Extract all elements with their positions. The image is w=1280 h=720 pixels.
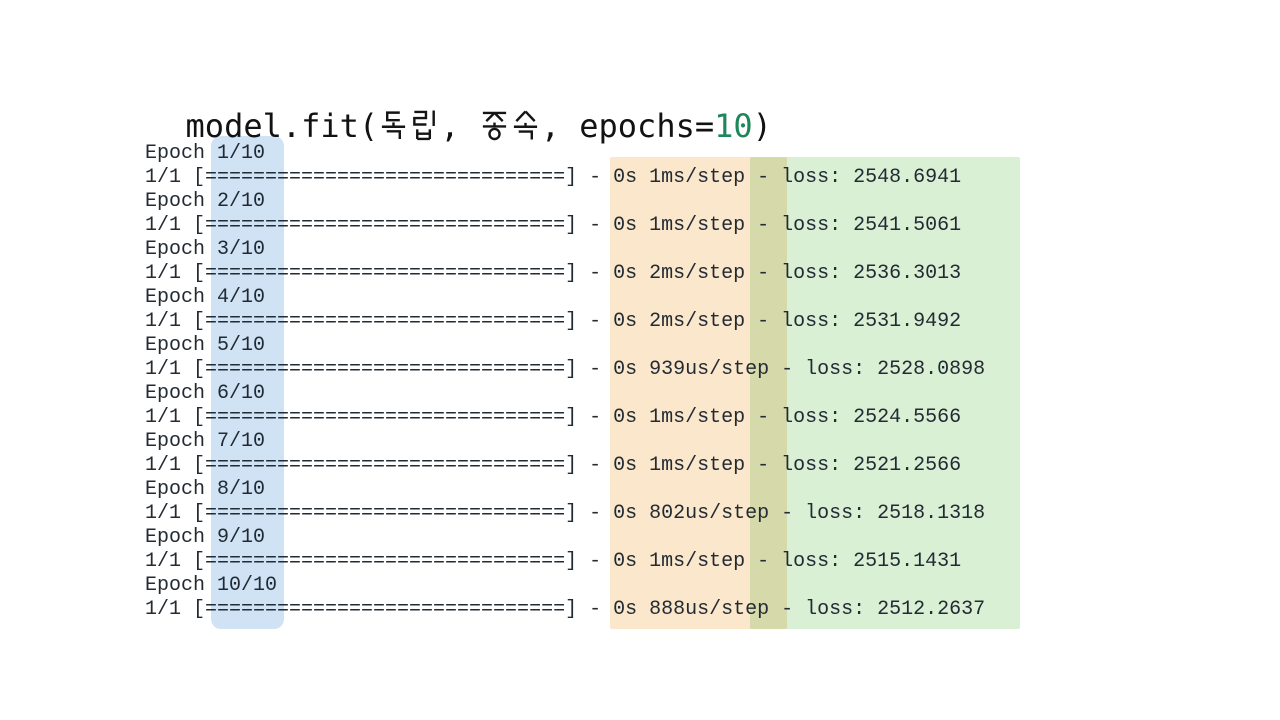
- epoch-number: 1/10: [217, 142, 266, 165]
- epoch-number: 5/10: [217, 334, 266, 357]
- epoch-number: 8/10: [217, 478, 266, 501]
- epoch-number: 3/10: [217, 238, 266, 261]
- console-epoch-line: Epoch 3/10: [145, 238, 985, 262]
- separator-text: -: [769, 358, 806, 381]
- epoch-label: Epoch: [145, 382, 218, 405]
- console-progress-line: 1/1 [==============================] - 0…: [145, 262, 985, 286]
- epoch-label: Epoch: [145, 238, 218, 261]
- epoch-label: Epoch: [145, 286, 218, 309]
- console-epoch-line: Epoch 4/10: [145, 286, 985, 310]
- progress-bar-text: 1/1 [==============================] -: [145, 166, 614, 189]
- korean-word-dependent-syllable-sok: [513, 110, 537, 140]
- progress-bar-text: 1/1 [==============================] -: [145, 502, 614, 525]
- progress-bar-text: 1/1 [==============================] -: [145, 406, 614, 429]
- loss-text: loss: 2536.3013: [781, 262, 962, 285]
- step-time-text: 0s 1ms/step: [613, 550, 746, 573]
- epoch-label: Epoch: [145, 430, 218, 453]
- highlight-loss-values: [750, 157, 1020, 629]
- step-time-text: 0s 1ms/step: [613, 454, 746, 477]
- highlight-epoch-numbers: [211, 136, 284, 629]
- console-progress-line: 1/1 [==============================] - 0…: [145, 310, 985, 334]
- console-progress-line: 1/1 [==============================] - 0…: [145, 406, 985, 430]
- step-time-text: 0s 1ms/step: [613, 214, 746, 237]
- separator-text: -: [745, 166, 782, 189]
- epoch-number: 9/10: [217, 526, 266, 549]
- loss-text: loss: 2524.5566: [781, 406, 962, 429]
- korean-word-independent-syllable-rip: [413, 110, 436, 141]
- console-epoch-line: Epoch 2/10: [145, 190, 985, 214]
- console-epoch-line: Epoch 10/10: [145, 574, 985, 598]
- title-epochs-label: epochs=: [579, 107, 715, 145]
- epoch-label: Epoch: [145, 190, 218, 213]
- epoch-number: 2/10: [217, 190, 266, 213]
- korean-word-independent-syllable-dok: [382, 111, 406, 140]
- epoch-label: Epoch: [145, 478, 218, 501]
- console-epoch-line: Epoch 8/10: [145, 478, 985, 502]
- progress-bar-text: 1/1 [==============================] -: [145, 214, 614, 237]
- step-time-text: 0s 2ms/step: [613, 310, 746, 333]
- console-epoch-line: Epoch 5/10: [145, 334, 985, 358]
- step-time-text: 0s 802us/step: [613, 502, 770, 525]
- console-epoch-line: Epoch 6/10: [145, 382, 985, 406]
- slide-title: model.fit(, , epochs=10): [147, 69, 772, 145]
- title-close-paren: ): [752, 107, 772, 145]
- console-progress-line: 1/1 [==============================] - 0…: [145, 454, 985, 478]
- loss-text: loss: 2541.5061: [781, 214, 962, 237]
- separator-text: -: [745, 406, 782, 429]
- step-time-text: 0s 939us/step: [613, 358, 770, 381]
- loss-text: loss: 2515.1431: [781, 550, 962, 573]
- step-time-text: 0s 1ms/step: [613, 166, 746, 189]
- korean-word-dependent-syllable-jong: [482, 111, 506, 141]
- epoch-number: 7/10: [217, 430, 266, 453]
- console-progress-line: 1/1 [==============================] - 0…: [145, 598, 985, 622]
- separator-text: -: [745, 310, 782, 333]
- separator-text: -: [745, 214, 782, 237]
- progress-bar-text: 1/1 [==============================] -: [145, 310, 614, 333]
- title-comma-2: ,: [540, 107, 580, 145]
- loss-text: loss: 2521.2566: [781, 454, 962, 477]
- loss-text: loss: 2548.6941: [781, 166, 962, 189]
- separator-text: -: [745, 262, 782, 285]
- loss-text: loss: 2518.1318: [805, 502, 986, 525]
- epoch-number: 4/10: [217, 286, 266, 309]
- loss-text: loss: 2512.2637: [805, 598, 986, 621]
- console-progress-line: 1/1 [==============================] - 0…: [145, 502, 985, 526]
- console-progress-line: 1/1 [==============================] - 0…: [145, 358, 985, 382]
- step-time-text: 0s 888us/step: [613, 598, 770, 621]
- epoch-label: Epoch: [145, 526, 218, 549]
- console-epoch-line: Epoch 7/10: [145, 430, 985, 454]
- loss-text: loss: 2528.0898: [805, 358, 986, 381]
- separator-text: -: [769, 502, 806, 525]
- epoch-label: Epoch: [145, 142, 218, 165]
- progress-bar-text: 1/1 [==============================] -: [145, 598, 614, 621]
- epoch-label: Epoch: [145, 574, 218, 597]
- console-progress-line: 1/1 [==============================] - 0…: [145, 214, 985, 238]
- title-comma-1: ,: [440, 107, 479, 145]
- separator-text: -: [745, 454, 782, 477]
- console-progress-line: 1/1 [==============================] - 0…: [145, 166, 985, 190]
- separator-text: -: [745, 550, 782, 573]
- progress-bar-text: 1/1 [==============================] -: [145, 358, 614, 381]
- step-time-text: 0s 2ms/step: [613, 262, 746, 285]
- progress-bar-text: 1/1 [==============================] -: [145, 550, 614, 573]
- loss-text: loss: 2531.9492: [781, 310, 962, 333]
- console-epoch-line: Epoch 9/10: [145, 526, 985, 550]
- epoch-label: Epoch: [145, 334, 218, 357]
- progress-bar-text: 1/1 [==============================] -: [145, 262, 614, 285]
- separator-text: -: [769, 598, 806, 621]
- title-epochs-value: 10: [714, 107, 753, 145]
- console-progress-line: 1/1 [==============================] - 0…: [145, 550, 985, 574]
- epoch-number: 10/10: [217, 574, 278, 597]
- progress-bar-text: 1/1 [==============================] -: [145, 454, 614, 477]
- console-epoch-line: Epoch 1/10: [145, 142, 985, 166]
- step-time-text: 0s 1ms/step: [613, 406, 746, 429]
- epoch-number: 6/10: [217, 382, 266, 405]
